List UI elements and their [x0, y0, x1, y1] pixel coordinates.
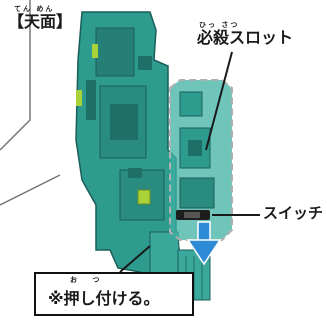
push-note-ruby: お つ — [70, 276, 102, 284]
leader-lines — [205, 51, 260, 216]
top-view-title: 【天面】 — [8, 12, 73, 31]
top-view-label: てん めん 【天面】 — [8, 6, 72, 31]
special-slot — [169, 79, 233, 241]
push-arrow-icon — [186, 221, 222, 266]
special-slot-title: 必殺スロット — [197, 28, 294, 47]
top-view-ruby: てん めん — [14, 5, 55, 13]
note-connector — [119, 245, 151, 273]
special-slot-label: ひっ さつ 必殺スロット — [197, 22, 293, 47]
device-body — [75, 11, 181, 301]
push-note-box: お つ ※押し付ける。 — [34, 272, 194, 316]
switch-component — [176, 210, 210, 220]
green-accent-parts — [76, 44, 151, 205]
special-slot-ruby: ひっ さつ — [199, 21, 240, 29]
push-note-text: ※押し付ける。 — [48, 289, 160, 308]
inset-frame — [0, 0, 61, 206]
switch-label: スイッチ — [263, 204, 324, 222]
